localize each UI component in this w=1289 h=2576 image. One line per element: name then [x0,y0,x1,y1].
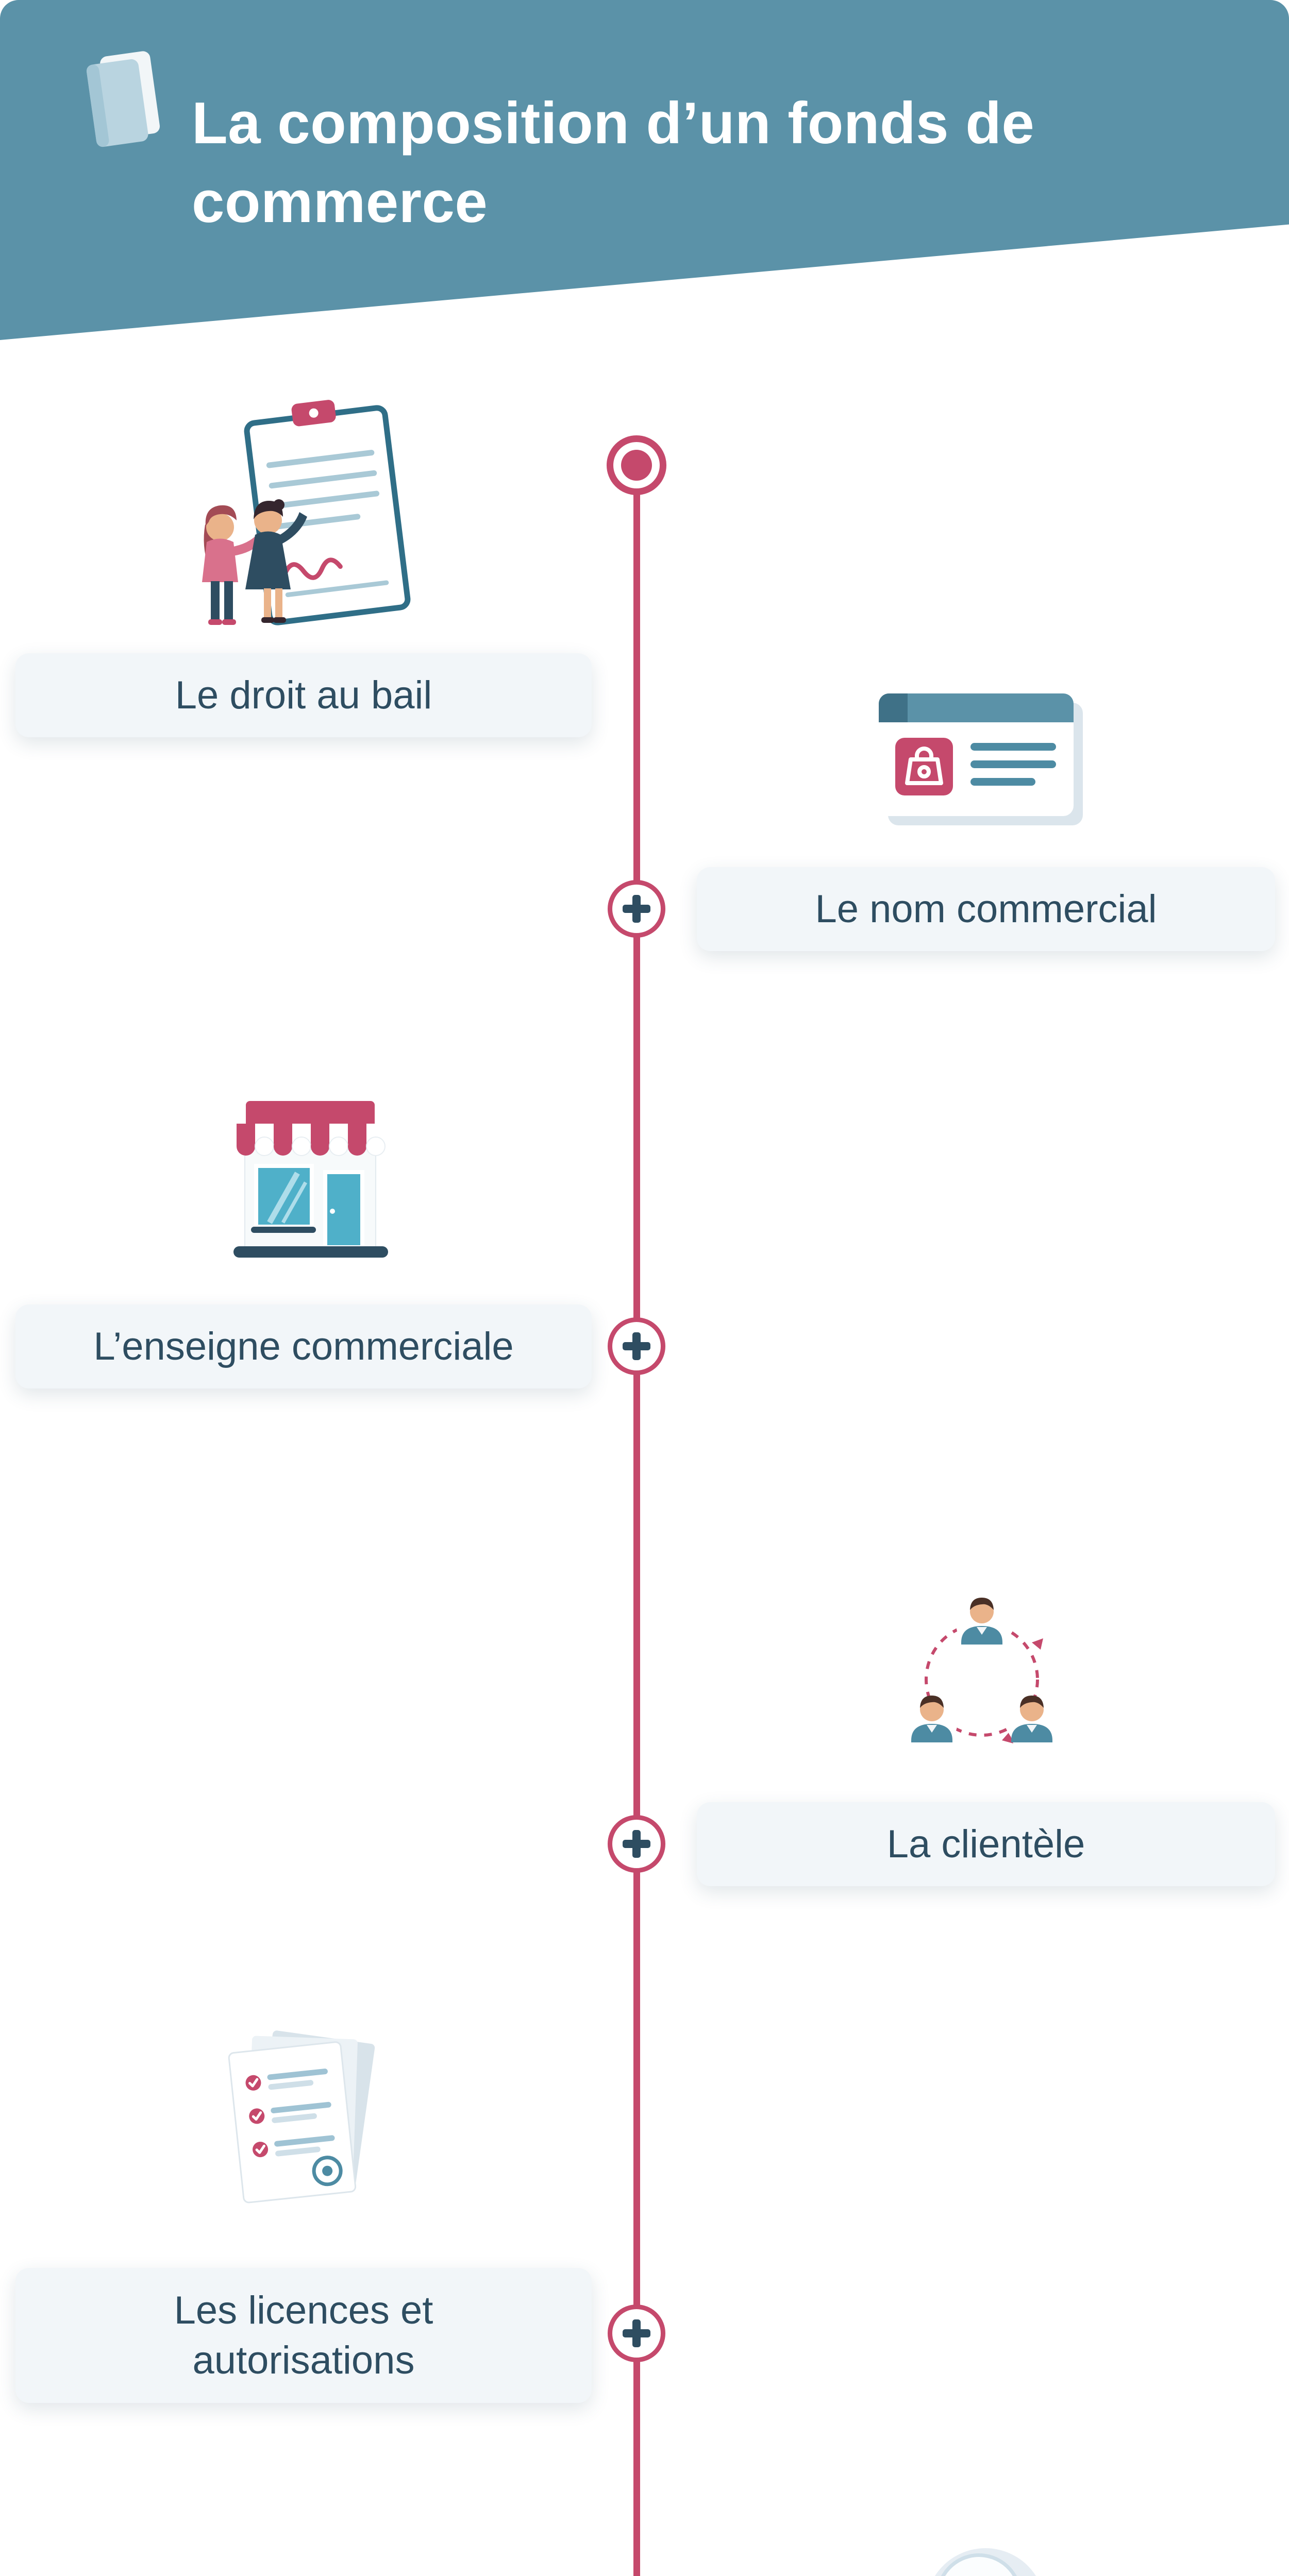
header-banner: La composition d’un fonds de commerce [0,0,1289,340]
timeline-label-licences-autorisations: Les licences et autorisations [15,2268,592,2403]
page-title: La composition d’un fonds de commerce [192,84,1034,242]
plus-node-clientele [608,1815,665,1873]
plus-icon [623,1830,650,1858]
timeline-label-enseigne-commerciale: L’enseigne commerciale [15,1304,592,1388]
plus-icon [623,2319,650,2347]
timeline-label-text: Le nom commercial [815,887,1157,931]
storefront-illustration [219,1100,402,1267]
page-title-line1: La composition d’un fonds de [192,91,1035,157]
lightbulb-illustration [920,2530,1051,2576]
page-title-line2: commerce [192,170,488,235]
plus-icon [623,895,650,923]
timeline-line [633,465,640,2576]
clients-network-illustration [897,1582,1067,1765]
timeline-start-dot [607,435,666,495]
timeline-label-text: Les licences et autorisations [174,2288,433,2382]
timeline-label-nom-commercial: Le nom commercial [697,867,1275,951]
plus-icon [623,1332,650,1360]
timeline-label-text: L’enseigne commerciale [93,1324,514,1368]
timeline-label-droit-au-bail: Le droit au bail [15,653,592,737]
timeline-label-clientele: La clientèle [697,1802,1275,1886]
book-icon [76,47,166,156]
plus-node-licences [608,2304,665,2362]
browser-shop-illustration [874,690,1090,832]
timeline-label-text: La clientèle [886,1822,1085,1866]
contract-signing-illustration [173,397,425,639]
timeline-label-text: Le droit au bail [175,673,432,717]
timeline-start-dot-inner [621,450,652,481]
documents-checklist-illustration [216,2022,389,2226]
plus-node-enseigne [608,1317,665,1375]
plus-node-nom-commercial [608,880,665,938]
